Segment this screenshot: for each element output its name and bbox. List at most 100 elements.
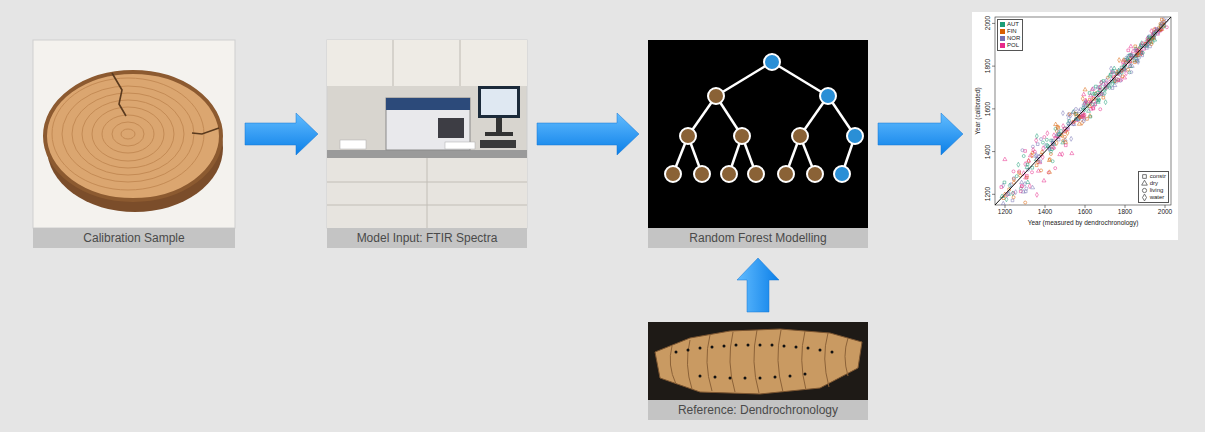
wood-strip [655, 329, 862, 394]
data-point [1088, 92, 1091, 95]
data-point [1127, 49, 1130, 52]
legend-entry: NOR [1000, 35, 1020, 42]
measurement-dots-part [723, 345, 726, 348]
flow-arrow [245, 113, 318, 155]
data-point [1092, 107, 1095, 110]
data-point [1027, 159, 1031, 162]
tick-mark [992, 108, 995, 109]
data-point [1118, 58, 1121, 63]
data-point [1041, 141, 1044, 144]
measurement-dots-part [783, 345, 786, 348]
measurement-dots-part [711, 346, 714, 349]
measurement-dots-part [675, 351, 678, 354]
measurement-dots-part [744, 377, 747, 380]
tick-mark [1005, 205, 1006, 208]
data-point [1135, 48, 1138, 51]
data-point [1000, 186, 1003, 189]
measurement-dots-part [699, 375, 702, 378]
data-point [1062, 111, 1065, 116]
measurement-dots-part [759, 344, 762, 347]
data-point [1115, 78, 1118, 81]
core-rings-part [802, 331, 806, 390]
data-point [1031, 185, 1035, 188]
monitor-stand [496, 118, 502, 132]
identity-line [995, 17, 1171, 205]
monitor-base [485, 132, 513, 136]
data-point [1105, 78, 1108, 83]
panel-caption: Model Input: FTIR Spectra [327, 228, 527, 248]
flow-arrow [537, 113, 639, 155]
counter [327, 150, 527, 158]
core-rings-part [687, 340, 692, 389]
legend-symbol-shape [1141, 180, 1147, 185]
data-point [1100, 93, 1103, 96]
measurement-dots-part [789, 375, 792, 378]
tick-mark [992, 151, 995, 152]
data-point [1074, 108, 1077, 111]
tree-rings-part [112, 122, 144, 146]
data-point [1148, 36, 1151, 39]
data-point [1020, 180, 1024, 183]
tick-label: 2000 [1158, 209, 1172, 216]
data-point [1134, 61, 1137, 64]
core-rings-part [707, 335, 712, 391]
panel-caption: Calibration Sample [33, 228, 235, 248]
data-point [1011, 191, 1014, 196]
crack [192, 128, 219, 134]
data-point [1035, 164, 1038, 167]
data-point [1054, 167, 1057, 170]
decision-tree-picture [648, 40, 868, 228]
data-point [1127, 68, 1130, 71]
data-point [1103, 91, 1106, 96]
legend-text: water [1150, 194, 1165, 201]
data-point [1052, 133, 1055, 138]
legend-symbol-shape [1142, 175, 1146, 179]
data-point [1051, 160, 1054, 163]
tick-label: 1800 [985, 59, 992, 73]
legend-swatch [1000, 36, 1005, 41]
data-point [1077, 122, 1081, 125]
tree-nodes-part [764, 54, 780, 70]
data-point [1012, 196, 1015, 199]
data-point [1070, 151, 1074, 154]
tree-nodes-part [665, 166, 681, 182]
photo-panel: Reference: Dendrochronology [648, 322, 868, 420]
legend-swatch [1000, 29, 1005, 34]
photo-panel: Calibration Sample [33, 40, 235, 248]
data-point [1049, 150, 1052, 153]
slice-face [45, 72, 221, 200]
tree-nodes-part [820, 88, 836, 104]
data-point [1001, 201, 1005, 204]
data-point [1093, 93, 1096, 96]
legend-entry: POL [1000, 42, 1020, 49]
measurement-dots-part [774, 376, 777, 379]
tree-nodes-part [807, 166, 823, 182]
legend-entry: living [1141, 187, 1166, 194]
paper [340, 140, 366, 149]
legend-symbol [1141, 187, 1148, 194]
tree-rings-part [62, 86, 194, 182]
legend-entry: AUT [1000, 21, 1020, 28]
tree-nodes-part [680, 128, 696, 144]
data-point [1111, 87, 1114, 90]
photo-background [327, 40, 527, 228]
data-point [1150, 29, 1153, 34]
tree-nodes-part [694, 166, 710, 182]
legend-symbol-shape [1142, 188, 1146, 192]
tree-branches [673, 62, 855, 174]
tree-nodes-part [847, 128, 863, 144]
data-point [1024, 175, 1028, 178]
axis-title: Year (measured by dendrochronology) [1028, 220, 1139, 227]
legend-text: constr [1150, 173, 1166, 180]
legend-entry: constr [1141, 173, 1166, 180]
legend-symbol [1141, 194, 1148, 201]
data-point [1064, 144, 1067, 147]
panel-caption: Random Forest Modelling [648, 228, 868, 248]
tree-branches-part [772, 62, 828, 96]
data-point [1114, 80, 1117, 83]
data-point [1099, 108, 1102, 111]
data-point [1055, 141, 1058, 146]
data-point [1121, 75, 1124, 78]
data-point [1130, 71, 1133, 74]
tree-rings-part [52, 78, 204, 190]
